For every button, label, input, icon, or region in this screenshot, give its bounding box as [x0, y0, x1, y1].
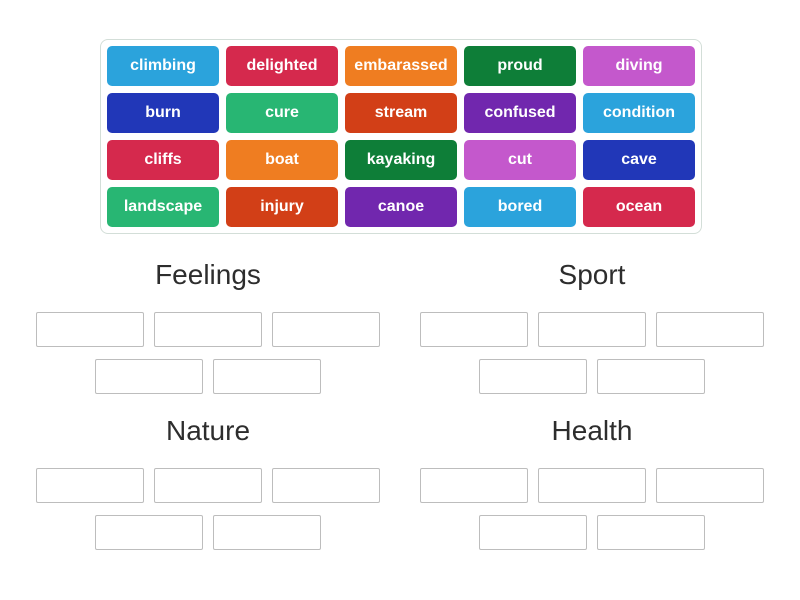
- drop-slot[interactable]: [36, 468, 144, 503]
- word-tile[interactable]: ocean: [583, 187, 695, 227]
- drop-slot[interactable]: [479, 515, 587, 550]
- drop-slot[interactable]: [213, 515, 321, 550]
- word-tile[interactable]: cliffs: [107, 140, 219, 180]
- word-tile[interactable]: embarassed: [345, 46, 457, 86]
- drop-slot[interactable]: [420, 312, 528, 347]
- word-tile[interactable]: condition: [583, 93, 695, 133]
- word-tile[interactable]: burn: [107, 93, 219, 133]
- drop-slot[interactable]: [36, 312, 144, 347]
- slot-row: [412, 515, 772, 550]
- slot-row: [412, 359, 772, 394]
- word-tile[interactable]: kayaking: [345, 140, 457, 180]
- group-title: Nature: [165, 415, 251, 446]
- drop-slot[interactable]: [420, 468, 528, 503]
- drop-slot[interactable]: [656, 312, 764, 347]
- drop-slot[interactable]: [272, 312, 380, 347]
- slot-row: [28, 312, 388, 347]
- word-tile[interactable]: landscape: [107, 187, 219, 227]
- word-tile[interactable]: proud: [464, 46, 576, 86]
- slot-row: [28, 515, 388, 550]
- slot-row: [412, 468, 772, 503]
- drop-slot[interactable]: [272, 468, 380, 503]
- drop-slot[interactable]: [656, 468, 764, 503]
- word-tile[interactable]: boat: [226, 140, 338, 180]
- drop-slot[interactable]: [154, 312, 262, 347]
- word-tile[interactable]: cave: [583, 140, 695, 180]
- drop-slot[interactable]: [213, 359, 321, 394]
- group-feelings: Feelings: [28, 258, 388, 406]
- word-tile[interactable]: cure: [226, 93, 338, 133]
- word-tile[interactable]: canoe: [345, 187, 457, 227]
- drop-slot[interactable]: [597, 359, 705, 394]
- group-sport: Sport: [412, 258, 772, 406]
- group-nature: Nature: [28, 414, 388, 562]
- drop-slot[interactable]: [154, 468, 262, 503]
- word-tile[interactable]: confused: [464, 93, 576, 133]
- slot-row: [412, 312, 772, 347]
- slot-row: [28, 359, 388, 394]
- word-tile[interactable]: cut: [464, 140, 576, 180]
- word-tile[interactable]: stream: [345, 93, 457, 133]
- drop-slot[interactable]: [597, 515, 705, 550]
- group-title: Feelings: [155, 259, 261, 290]
- group-health: Health: [412, 414, 772, 562]
- word-tile[interactable]: injury: [226, 187, 338, 227]
- drop-slot[interactable]: [538, 312, 646, 347]
- word-tile[interactable]: climbing: [107, 46, 219, 86]
- slot-row: [28, 468, 388, 503]
- group-title: Health: [551, 415, 633, 446]
- group-title: Sport: [558, 259, 626, 290]
- word-tile[interactable]: diving: [583, 46, 695, 86]
- drop-slot[interactable]: [538, 468, 646, 503]
- word-tile[interactable]: bored: [464, 187, 576, 227]
- drop-slot[interactable]: [479, 359, 587, 394]
- drop-slot[interactable]: [95, 515, 203, 550]
- word-tile[interactable]: delighted: [226, 46, 338, 86]
- drop-slot[interactable]: [95, 359, 203, 394]
